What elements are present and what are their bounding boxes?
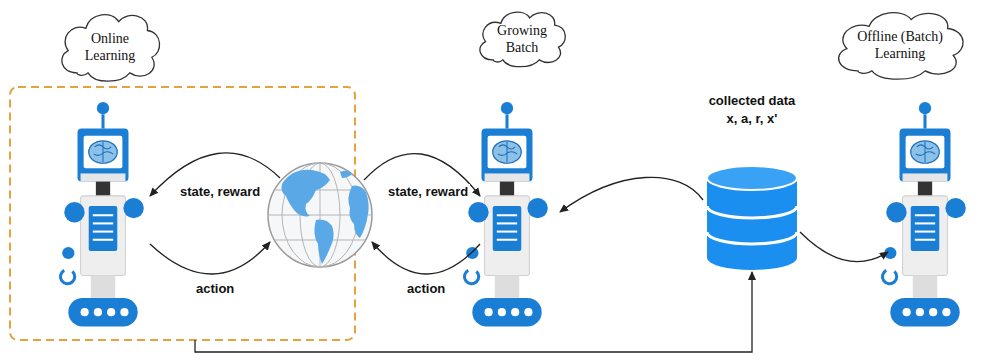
interaction-arrows bbox=[150, 153, 888, 352]
cloud-label: Online Learning bbox=[75, 30, 145, 64]
arrow-label: action bbox=[194, 281, 236, 297]
cloud-callout: Offline (Batch) Learning bbox=[830, 4, 970, 82]
cloud-callout: Growing Batch bbox=[474, 5, 570, 69]
robot-offline bbox=[882, 102, 965, 326]
database-cylinder bbox=[707, 166, 797, 270]
arrow-label: state, reward bbox=[178, 184, 262, 200]
arrow-label: state, reward bbox=[386, 184, 470, 200]
database-label: x, a, r, x' bbox=[698, 110, 806, 128]
cloud-label: Offline (Batch) Learning bbox=[848, 28, 952, 62]
robot-growing bbox=[464, 102, 547, 326]
cloud-callout: Online Learning bbox=[55, 6, 165, 84]
arrow-label: action bbox=[405, 281, 447, 297]
cloud-text-group: Growing Batch bbox=[492, 22, 552, 56]
cloud-label: Growing Batch bbox=[492, 22, 552, 56]
online-region bbox=[10, 87, 355, 340]
robot-online bbox=[60, 102, 143, 326]
cloud-text-group: Offline (Batch) Learning bbox=[848, 28, 952, 62]
database: collected datax, a, r, x' bbox=[698, 92, 806, 270]
globe bbox=[268, 163, 372, 267]
cloud-text-group: Online Learning bbox=[75, 30, 145, 64]
database-label: collected data bbox=[698, 92, 806, 110]
